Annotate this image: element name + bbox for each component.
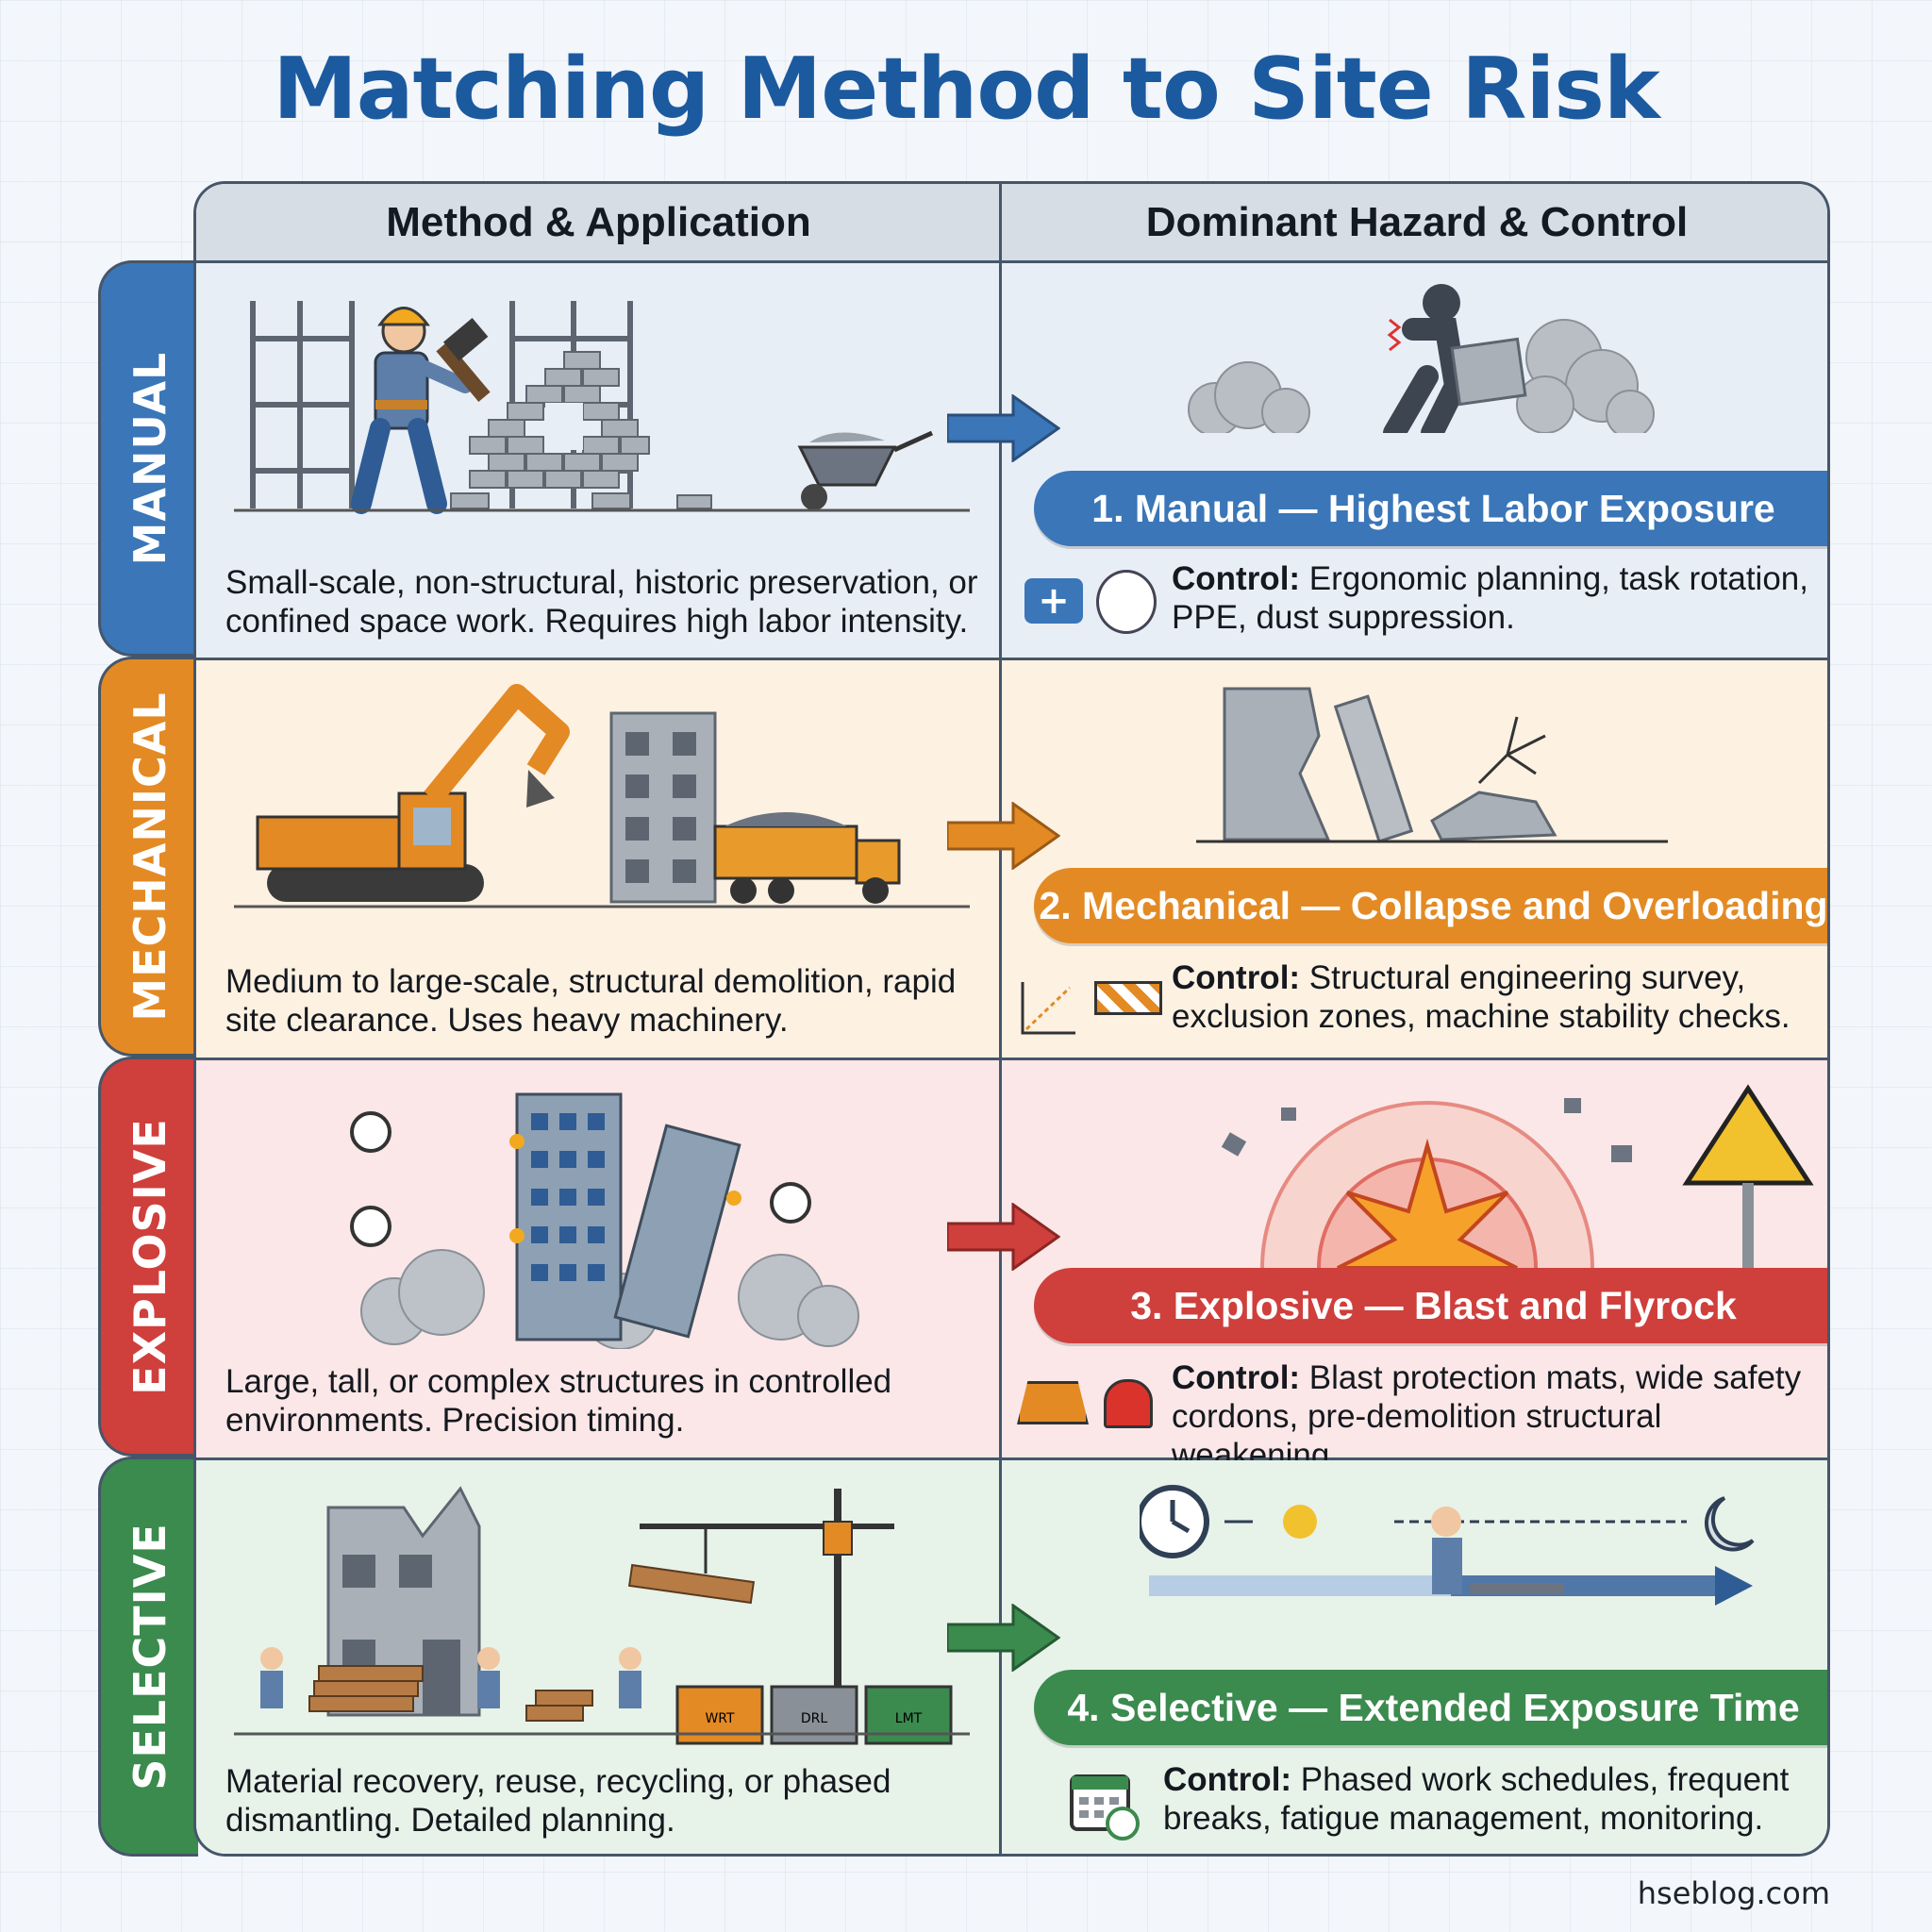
tab-mechanical: MECHANICAL <box>98 657 198 1057</box>
hazard-banner-manual: 1. Manual — Highest Labor Exposure <box>1034 471 1827 546</box>
header-method: Method & Application <box>386 199 811 245</box>
labor-hazard-illustration <box>1188 284 1655 433</box>
hazard-banner-mechanical: 2. Mechanical — Collapse and Overloading <box>1034 868 1827 943</box>
table-header: Method & Application Dominant Hazard & C… <box>196 184 1827 263</box>
description-selective: Material recovery, reuse, recycling, or … <box>225 1763 891 1839</box>
arrow-right-icon <box>947 1203 1060 1271</box>
control-selective: Control: Phased work schedules, frequent… <box>1163 1761 1790 1837</box>
bin-label-wrt: WRT <box>705 1711 735 1726</box>
schedule-calendar-icon <box>1070 1774 1140 1840</box>
explosive-demolition-illustration <box>350 1092 859 1349</box>
page-title: Matching Method to Site Risk <box>273 40 1660 139</box>
risk-table: Method & Application Dominant Hazard & C… <box>193 181 1830 1857</box>
first-aid-kit-icon: + <box>1024 578 1083 624</box>
hazard-banner-selective: 4. Selective — Extended Exposure Time <box>1034 1670 1827 1745</box>
description-manual: Small-scale, non-structural, historic pr… <box>225 564 978 640</box>
arrow-right-icon <box>947 394 1060 462</box>
dust-mask-icon <box>1096 570 1157 634</box>
description-explosive: Large, tall, or complex structures in co… <box>225 1363 892 1439</box>
control-mechanical: Control: Structural engineering survey, … <box>1172 959 1790 1035</box>
control-manual: Control: Ergonomic planning, task rotati… <box>1172 560 1808 636</box>
tab-explosive: EXPLOSIVE <box>98 1057 198 1457</box>
collapse-hazard-illustration <box>1196 687 1668 843</box>
blast-hazard-illustration <box>1221 1084 1814 1268</box>
exposure-timeline-illustration <box>1140 1485 1755 1606</box>
stability-graph-icon <box>1021 982 1075 1035</box>
header-hazard: Dominant Hazard & Control <box>1145 199 1689 245</box>
warning-beacon-icon <box>1104 1379 1153 1428</box>
tab-selective: SELECTIVE <box>98 1457 198 1857</box>
hazard-banner-explosive: 3. Explosive — Blast and Flyrock <box>1034 1268 1827 1343</box>
selective-dismantling-illustration: WRT DRL LMT <box>234 1486 970 1745</box>
barrier-icon <box>1094 981 1162 1015</box>
arrow-right-icon <box>947 1604 1060 1672</box>
footer-source: hseblog.com <box>1637 1875 1830 1911</box>
arrow-right-icon <box>947 802 1060 870</box>
tab-manual: MANUAL <box>98 260 198 657</box>
bin-label-drl: DRL <box>801 1711 828 1726</box>
manual-worker-illustration <box>234 301 970 514</box>
blast-mat-icon <box>1017 1381 1089 1424</box>
excavator-illustration <box>234 684 970 908</box>
control-explosive: Control: Blast protection mats, wide saf… <box>1172 1359 1802 1474</box>
description-mechanical: Medium to large-scale, structural demoli… <box>225 963 957 1039</box>
bin-label-lmt: LMT <box>895 1711 923 1726</box>
